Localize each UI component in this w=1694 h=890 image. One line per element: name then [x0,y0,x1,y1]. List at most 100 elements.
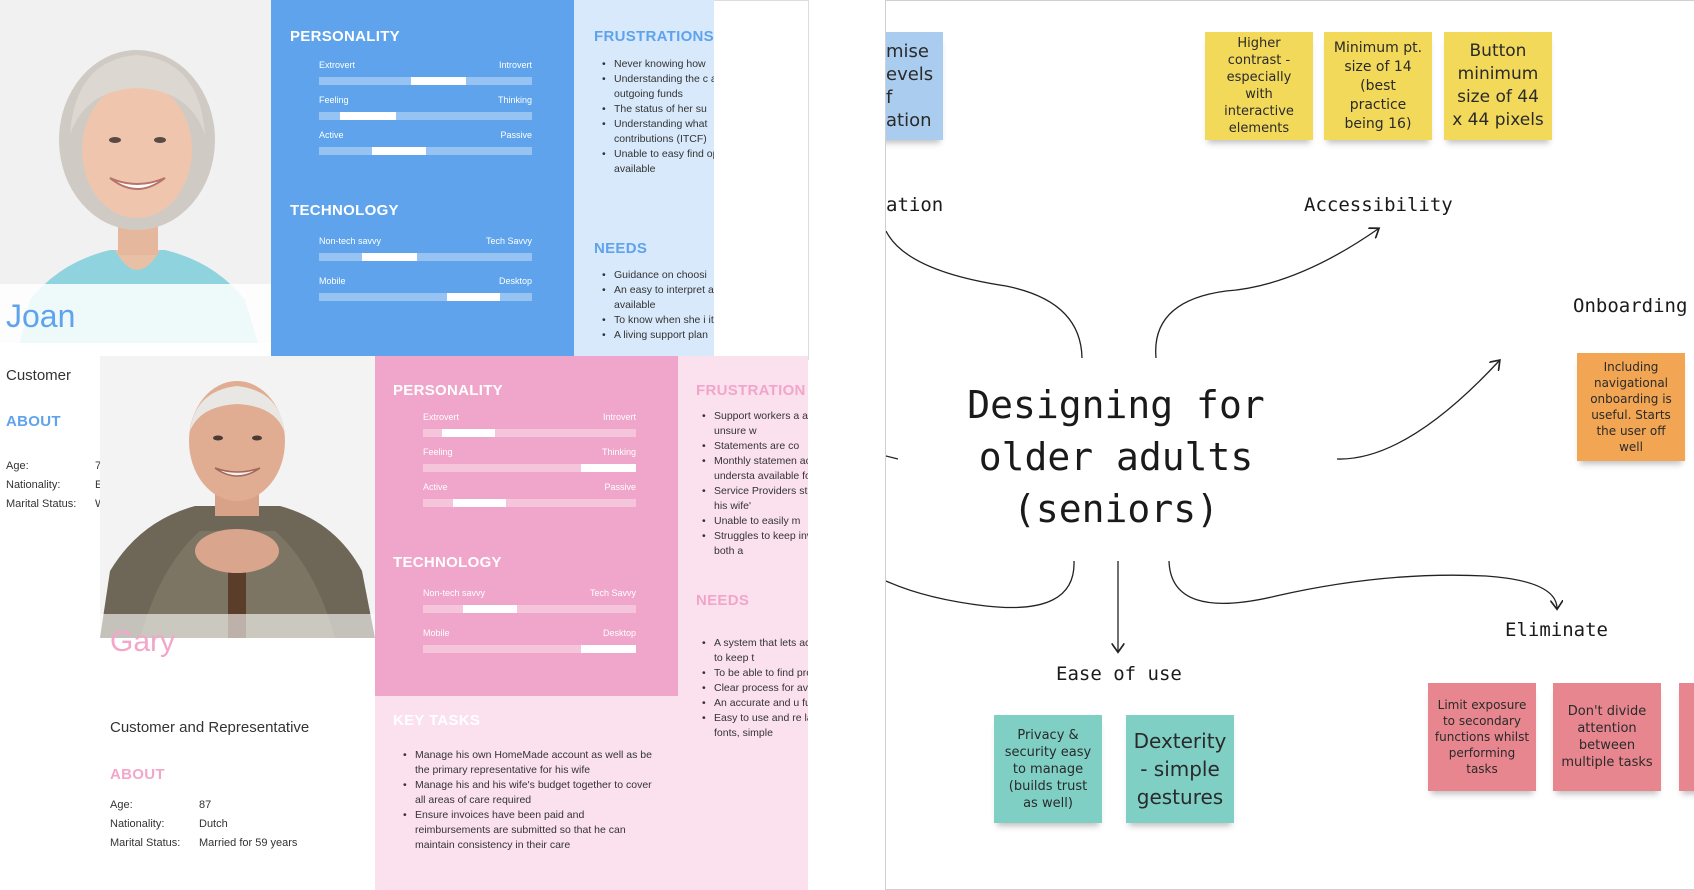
gary-technology-slider-0-track [423,605,636,613]
joan-personality-slider-2-track [319,147,532,155]
sticky-higher-contrast[interactable]: Higher contrast - especially with intera… [1205,32,1313,140]
sticky-min-pt-size[interactable]: Minimum pt. size of 14 (best practice be… [1324,32,1432,140]
gary-meta-age-label: Age: [110,799,133,811]
branch-label-onboarding[interactable]: Onboarding [1573,295,1688,317]
gary-name-strip [100,614,375,664]
gary-key-tasks-panel: KEY TASKS Manage his own HomeMade accoun… [375,696,678,890]
central-topic[interactable]: Designing for older adults (seniors) [966,379,1266,535]
whiteboard[interactable]: Designing for older adults (seniors) ati… [885,0,1694,890]
branch-label-accessibility[interactable]: Accessibility [1304,194,1453,216]
joan-technology-slider-0-thumb [361,253,417,261]
joan-meta-age-value: 7 [95,460,102,472]
arrow-to-accessibility [1155,229,1378,359]
joan-personality-slider-0-left-label: Extrovert [319,60,356,70]
sticky-blue-partial[interactable]: mise evels f ation [886,32,943,140]
joan-need-item: An easy to interpret and whats available [602,283,714,313]
gary-technology-slider-0-left-label: Non-tech savvy [423,588,486,598]
joan-technology-slider-1-left-label: Mobile [319,276,346,286]
gary-name: Gary [110,625,176,658]
joan-technology-heading: TECHNOLOGY [290,202,399,219]
arrow-to-onboarding [1336,361,1499,460]
gary-frustration-item: Monthly statemen accurate understa avail… [702,454,808,484]
gary-frustration-item: Unable to easily m [702,514,808,529]
gary-personality-slider-2-thumb [452,499,507,507]
mindmap-connectors [886,1,1694,890]
gary-frustrations-panel: FRUSTRATION Support workers a and he is … [678,356,808,890]
joan-name: Joan [6,298,76,334]
joan-personality-slider-2-thumb [372,147,426,155]
joan-about-section: Customer ABOUT Age: Nationality: Marital… [0,343,105,548]
joan-need-item: A living support plan [602,328,714,343]
gary-personality-heading: PERSONALITY [393,382,503,399]
gary-personality-slider-1-left-label: Feeling [423,447,453,457]
sticky-button-min-size[interactable]: Button minimum size of 44 x 44 pixels [1444,32,1552,140]
sticky-dont-divide[interactable]: Don't divide attention between multiple … [1553,683,1661,791]
joan-about-heading: ABOUT [6,413,61,430]
sticky-nav-onboarding[interactable]: Including navigational onboarding is use… [1577,353,1685,461]
gary-meta-nationality-label: Nationality: [110,818,165,830]
gary-meta-nationality-value: Dutch [199,818,228,830]
gary-personality-slider-0-right-label: Introvert [602,412,636,422]
joan-personality-slider-0-right-label: Introvert [498,60,532,70]
gary-technology-slider-1-right-label: Desktop [602,628,636,638]
gary-personality-slider-2-left-label: Active [423,482,448,492]
joan-personality-heading: PERSONALITY [290,28,400,45]
gary-need-item: An accurate and u funds [702,696,808,711]
arrow-left-stub [886,455,899,460]
central-topic-line-1: Designing for [967,383,1265,427]
joan-need-item: Guidance on choosi [602,268,714,283]
joan-frustration-item: Understanding the c and outgoing funds [602,72,714,102]
gary-meta-marital-label: Marital Status: [110,837,181,849]
gary-personality-slider-1-track [423,464,636,472]
gary-need-item: Easy to use and re large fonts, simple [702,711,808,741]
gary-personality-slider-0-track [423,429,636,437]
gary-technology-slider-0-right-label: Tech Savvy [589,588,636,598]
gary-need-item: To be able to find providers [702,666,808,681]
central-topic-line-3: (seniors) [1013,487,1219,531]
joan-personality-slider-1-right-label: Thinking [497,95,532,105]
gary-frustration-item: Statements are co [702,439,808,454]
joan-card-edge [714,0,809,360]
joan-meta-nationality-value: E [95,479,103,491]
joan-meta-marital-label: Marital Status: [6,498,77,510]
gary-role: Customer and Representative [110,719,310,736]
sticky-privacy-security[interactable]: Privacy & security easy to manage (build… [994,715,1102,823]
gary-key-task-item: Manage his and his wife's budget togethe… [403,778,655,808]
joan-frustrations-panel: FRUSTRATIONS Never knowing howUnderstand… [574,0,714,360]
sticky-limit-exposure[interactable]: Limit exposure to secondary functions wh… [1428,683,1536,791]
joan-name-strip [0,284,271,343]
branch-label-eliminate[interactable]: Eliminate [1505,619,1608,641]
joan-role: Customer [6,367,72,384]
gary-technology-slider-1-left-label: Mobile [423,628,450,638]
joan-personality-slider-2-right-label: Passive [500,130,532,140]
joan-technology-slider-0-track [319,253,532,261]
sticky-pink-partial[interactable] [1679,683,1694,791]
arrow-to-eliminate [1168,560,1557,608]
gary-portrait-illustration [100,356,375,638]
arrow-to-bottom-left [886,560,1075,609]
gary-key-task-item: Ensure invoices have been paid and reimb… [403,808,655,853]
joan-meta-age-label: Age: [6,460,29,472]
gary-technology-heading: TECHNOLOGY [393,554,502,571]
joan-needs-heading: NEEDS [594,240,648,257]
gary-need-item: Clear process for available [702,681,808,696]
gary-personality-slider-1-right-label: Thinking [601,447,636,457]
gary-frustrations-list: Support workers a and he is unsure wStat… [702,409,808,559]
sticky-blue-line-1: mise [886,41,929,62]
joan-portrait-illustration [0,0,271,343]
branch-label-left[interactable]: ation [886,194,944,216]
sticky-dexterity[interactable]: Dexterity - simple gestures [1126,715,1234,823]
gary-about-heading: ABOUT [110,766,165,783]
joan-frustration-item: Never knowing how [602,57,714,72]
gary-personality-slider-0-left-label: Extrovert [423,412,460,422]
branch-label-ease-of-use[interactable]: Ease of use [1056,663,1182,685]
gary-technology-slider-0-thumb [463,605,517,613]
joan-technology-slider-0-left-label: Non-tech savvy [319,236,382,246]
gary-personality-slider-2-right-label: Passive [604,482,636,492]
central-topic-line-2: older adults [978,435,1254,479]
joan-personality-slider-1-track [319,112,532,120]
gary-photo [100,356,375,638]
